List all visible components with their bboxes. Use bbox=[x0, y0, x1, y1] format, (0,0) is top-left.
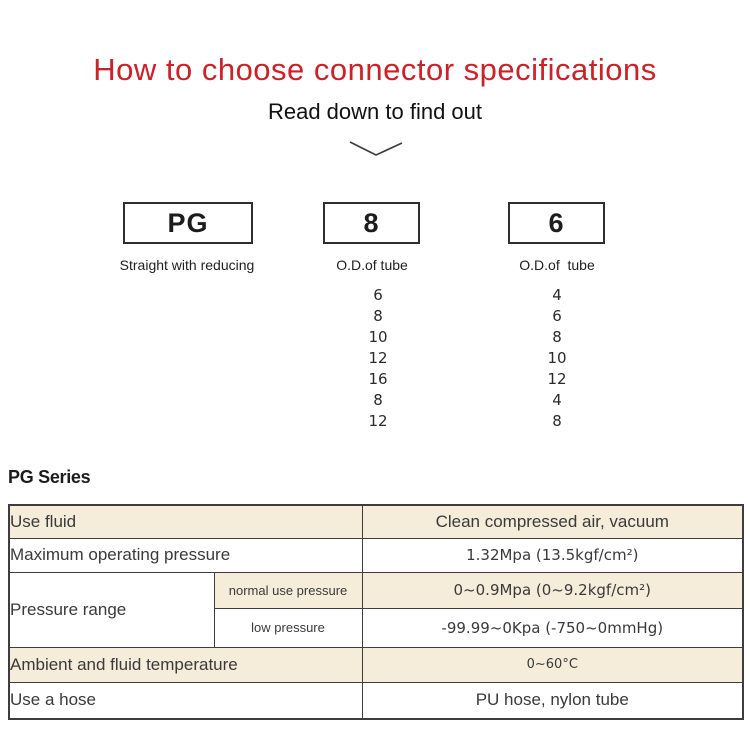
option-value: 4 bbox=[552, 286, 562, 304]
row-value-use-fluid: Clean compressed air, vacuum bbox=[361, 504, 744, 539]
caption-od-of-tube-2: O.D.of tube bbox=[519, 257, 595, 273]
table-row: low pressure -99.99~0Kpa (-750~0mmHg) bbox=[9, 607, 744, 648]
code-box-8-label: 8 bbox=[363, 207, 380, 238]
caption-od-of-tube-1: O.D.of tube bbox=[336, 257, 408, 273]
option-value: 8 bbox=[373, 391, 383, 409]
tube-od-options-col-8: 6 8 10 12 16 8 12 bbox=[298, 285, 458, 432]
row-label-use-a-hose: Use a hose bbox=[8, 681, 363, 720]
series-heading: PG Series bbox=[8, 467, 91, 487]
option-value: 12 bbox=[368, 412, 388, 430]
option-value: 10 bbox=[368, 328, 388, 346]
spec-table: Use fluid Clean compressed air, vacuum M… bbox=[8, 504, 745, 720]
row-value-temperature: 0~60°C bbox=[361, 646, 744, 683]
table-row: Ambient and fluid temperature 0~60°C bbox=[8, 646, 744, 683]
option-value: 12 bbox=[368, 349, 388, 367]
table-row: Pressure range normal use pressure 0~0.9… bbox=[8, 571, 744, 648]
row-label-pressure-range: Pressure range bbox=[8, 571, 215, 648]
option-value: 12 bbox=[547, 370, 567, 388]
table-row: Use fluid Clean compressed air, vacuum bbox=[8, 504, 744, 539]
row-label-use-fluid: Use fluid bbox=[8, 504, 363, 539]
code-box-tube-od-6: 6 bbox=[508, 202, 605, 244]
row-label-temperature: Ambient and fluid temperature bbox=[8, 646, 363, 683]
option-value: 8 bbox=[552, 328, 562, 346]
code-box-6-label: 6 bbox=[548, 207, 565, 238]
row-value-max-pressure: 1.32Mpa (13.5kgf/cm²) bbox=[361, 537, 744, 573]
tube-od-options-col-6: 4 6 8 10 12 4 8 bbox=[477, 285, 637, 432]
row-label-max-pressure: Maximum operating pressure bbox=[8, 537, 363, 573]
page-subtitle: Read down to find out bbox=[267, 99, 483, 124]
code-box-pg: PG bbox=[123, 202, 253, 244]
option-value: 6 bbox=[552, 307, 562, 325]
option-value: 8 bbox=[552, 412, 562, 430]
sub-value-low-pressure: -99.99~0Kpa (-750~0mmHg) bbox=[361, 607, 744, 648]
code-box-tube-od-8: 8 bbox=[323, 202, 420, 244]
option-value: 4 bbox=[552, 391, 562, 409]
sub-label-normal-use-pressure: normal use pressure bbox=[213, 571, 363, 609]
option-value: 10 bbox=[547, 349, 567, 367]
caption-straight-with-reducing: Straight with reducing bbox=[119, 257, 255, 273]
row-value-use-a-hose: PU hose, nylon tube bbox=[361, 681, 744, 720]
option-value: 8 bbox=[373, 307, 383, 325]
option-value: 6 bbox=[373, 286, 383, 304]
sub-label-low-pressure: low pressure bbox=[213, 607, 363, 648]
chevron-down-icon bbox=[348, 139, 404, 159]
sub-value-normal-use-pressure: 0~0.9Mpa (0~9.2kgf/cm²) bbox=[361, 571, 744, 609]
code-box-pg-label: PG bbox=[167, 207, 209, 238]
page-title: How to choose connector specifications bbox=[93, 52, 657, 87]
option-value: 16 bbox=[368, 370, 388, 388]
table-row: Maximum operating pressure 1.32Mpa (13.5… bbox=[8, 537, 744, 573]
table-row: Use a hose PU hose, nylon tube bbox=[8, 681, 744, 720]
